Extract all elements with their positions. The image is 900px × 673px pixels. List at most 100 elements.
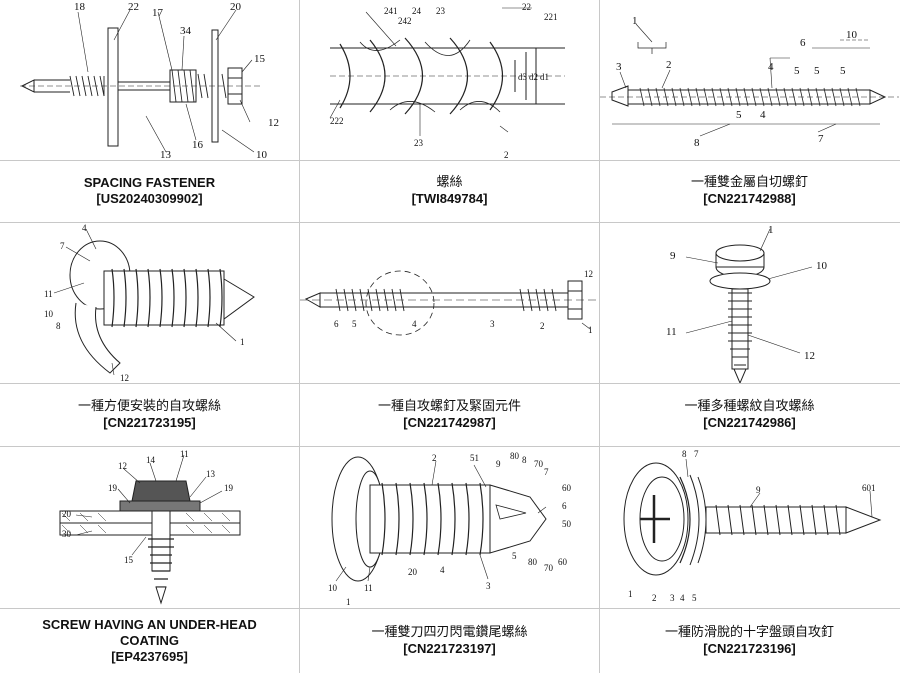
svg-text:5: 5 xyxy=(692,593,697,603)
svg-text:18: 18 xyxy=(74,1,86,13)
patent-drawing[interactable]: 1 9 10 11 12 xyxy=(600,223,899,383)
patent-title: 一種自攻螺釘及緊固元件 xyxy=(377,398,521,414)
patent-number[interactable]: [CN221742986] xyxy=(703,414,796,430)
svg-text:241: 241 xyxy=(384,6,398,16)
svg-text:5: 5 xyxy=(794,65,800,77)
svg-text:7: 7 xyxy=(818,133,824,145)
patent-drawing[interactable]: 1 2 3 4 5 5 5 5 4 6 10 8 7 xyxy=(600,0,899,160)
grid-divider xyxy=(0,383,900,384)
svg-text:19: 19 xyxy=(224,483,234,493)
svg-text:4: 4 xyxy=(82,223,87,233)
patent-drawing[interactable]: 241 242 24 23 22 221 222 23 2 d3 d2 d1 xyxy=(300,0,599,160)
patent-number[interactable]: [CN221742987] xyxy=(403,414,496,430)
patent-number[interactable]: [CN221723197] xyxy=(403,640,496,656)
patent-drawing[interactable]: 11 12 14 13 19 19 20 30 15 xyxy=(0,447,299,608)
svg-text:30: 30 xyxy=(62,529,72,539)
svg-text:10: 10 xyxy=(328,583,338,593)
svg-text:601: 601 xyxy=(862,483,876,493)
patent-number[interactable]: [CN221723195] xyxy=(103,414,196,430)
patent-number[interactable]: [CN221723196] xyxy=(703,640,796,656)
patent-title: SPACING FASTENER xyxy=(83,175,216,190)
svg-text:3: 3 xyxy=(670,593,675,603)
svg-text:22: 22 xyxy=(128,1,139,13)
grid-divider xyxy=(299,0,300,673)
svg-text:23: 23 xyxy=(414,138,424,148)
svg-text:12: 12 xyxy=(268,117,279,129)
svg-text:1: 1 xyxy=(632,15,638,27)
svg-text:12: 12 xyxy=(804,350,815,362)
svg-text:34: 34 xyxy=(180,25,192,37)
svg-text:221: 221 xyxy=(544,12,558,22)
svg-text:10: 10 xyxy=(256,149,268,160)
patent-drawing[interactable]: 12 1 2 3 4 5 6 xyxy=(300,223,599,383)
svg-text:23: 23 xyxy=(436,6,446,16)
patent-caption: 一種方便安裝的自攻螺絲 [CN221723195] xyxy=(0,383,299,446)
svg-text:24: 24 xyxy=(412,6,422,16)
patent-caption: 一種多種螺紋自攻螺絲 [CN221742986] xyxy=(600,383,899,446)
patent-number[interactable]: [CN221742988] xyxy=(703,191,796,206)
svg-text:19: 19 xyxy=(108,483,118,493)
patent-caption: 一種雙刀四刃閃電鑽尾螺絲 [CN221723197] xyxy=(300,608,599,673)
svg-text:5: 5 xyxy=(840,65,846,77)
svg-text:9: 9 xyxy=(670,250,676,262)
patent-drawing[interactable]: 18 22 17 20 15 12 10 16 13 34 xyxy=(0,0,299,160)
patent-drawing[interactable]: 4 7 11 10 8 12 1 xyxy=(0,223,299,383)
svg-text:13: 13 xyxy=(160,149,172,160)
patent-number[interactable]: [TWI849784] xyxy=(411,191,488,206)
svg-text:1: 1 xyxy=(240,337,245,347)
svg-text:5: 5 xyxy=(512,551,517,561)
svg-text:70: 70 xyxy=(544,563,554,573)
svg-text:2: 2 xyxy=(652,593,657,603)
svg-text:4: 4 xyxy=(412,319,417,329)
patent-number[interactable]: [EP4237695] xyxy=(111,648,188,664)
grid-divider xyxy=(0,446,900,447)
svg-text:15: 15 xyxy=(254,53,266,65)
svg-text:20: 20 xyxy=(230,1,242,13)
svg-text:3: 3 xyxy=(486,581,491,591)
svg-text:8: 8 xyxy=(56,321,61,331)
patent-caption: 一種雙金屬自切螺釘 [CN221742988] xyxy=(600,160,899,222)
svg-text:6: 6 xyxy=(562,501,567,511)
svg-text:d1: d1 xyxy=(540,72,549,82)
patent-number[interactable]: [US20240309902] xyxy=(96,191,203,206)
svg-text:d2: d2 xyxy=(529,72,538,82)
svg-text:60: 60 xyxy=(562,483,572,493)
svg-text:4: 4 xyxy=(768,61,774,73)
patent-caption: 一種自攻螺釘及緊固元件 [CN221742987] xyxy=(300,383,599,446)
grid-divider xyxy=(0,608,900,609)
svg-text:222: 222 xyxy=(330,116,344,126)
svg-text:11: 11 xyxy=(180,449,189,459)
svg-text:3: 3 xyxy=(616,61,622,73)
patent-title: 一種防滑脫的十字盤頭自攻釘 xyxy=(664,624,834,640)
svg-text:242: 242 xyxy=(398,16,412,26)
svg-text:6: 6 xyxy=(800,37,806,49)
patent-caption: 螺絲 [TWI849784] xyxy=(300,160,599,222)
svg-text:1: 1 xyxy=(628,589,633,599)
svg-text:1: 1 xyxy=(768,224,774,236)
svg-text:2: 2 xyxy=(540,321,545,331)
svg-text:1: 1 xyxy=(346,597,351,607)
patent-drawing[interactable]: 2 51 9 80 8 70 7 60 6 50 5 80 70 60 4 3 … xyxy=(300,447,599,608)
svg-text:20: 20 xyxy=(408,567,418,577)
svg-text:22: 22 xyxy=(522,2,531,12)
grid-divider xyxy=(599,0,600,673)
svg-text:3: 3 xyxy=(490,319,495,329)
svg-text:17: 17 xyxy=(152,7,164,19)
svg-text:7: 7 xyxy=(694,449,699,459)
svg-text:5: 5 xyxy=(814,65,820,77)
svg-text:13: 13 xyxy=(206,469,216,479)
svg-text:10: 10 xyxy=(44,309,54,319)
svg-text:20: 20 xyxy=(62,509,72,519)
svg-text:5: 5 xyxy=(736,109,742,121)
patent-title: 一種雙刀四刃閃電鑽尾螺絲 xyxy=(371,624,528,640)
svg-text:4: 4 xyxy=(440,565,445,575)
svg-text:12: 12 xyxy=(118,461,127,471)
patent-caption: SPACING FASTENER [US20240309902] xyxy=(0,160,299,222)
svg-text:9: 9 xyxy=(496,459,501,469)
patent-title: 螺絲 xyxy=(436,175,463,190)
svg-text:51: 51 xyxy=(470,453,479,463)
svg-text:8: 8 xyxy=(522,455,527,465)
patent-title: 一種多種螺紋自攻螺絲 xyxy=(684,398,815,414)
patent-title: 一種方便安裝的自攻螺絲 xyxy=(77,398,221,414)
patent-drawing[interactable]: 8 7 9 601 1 2 3 4 5 xyxy=(600,447,899,608)
